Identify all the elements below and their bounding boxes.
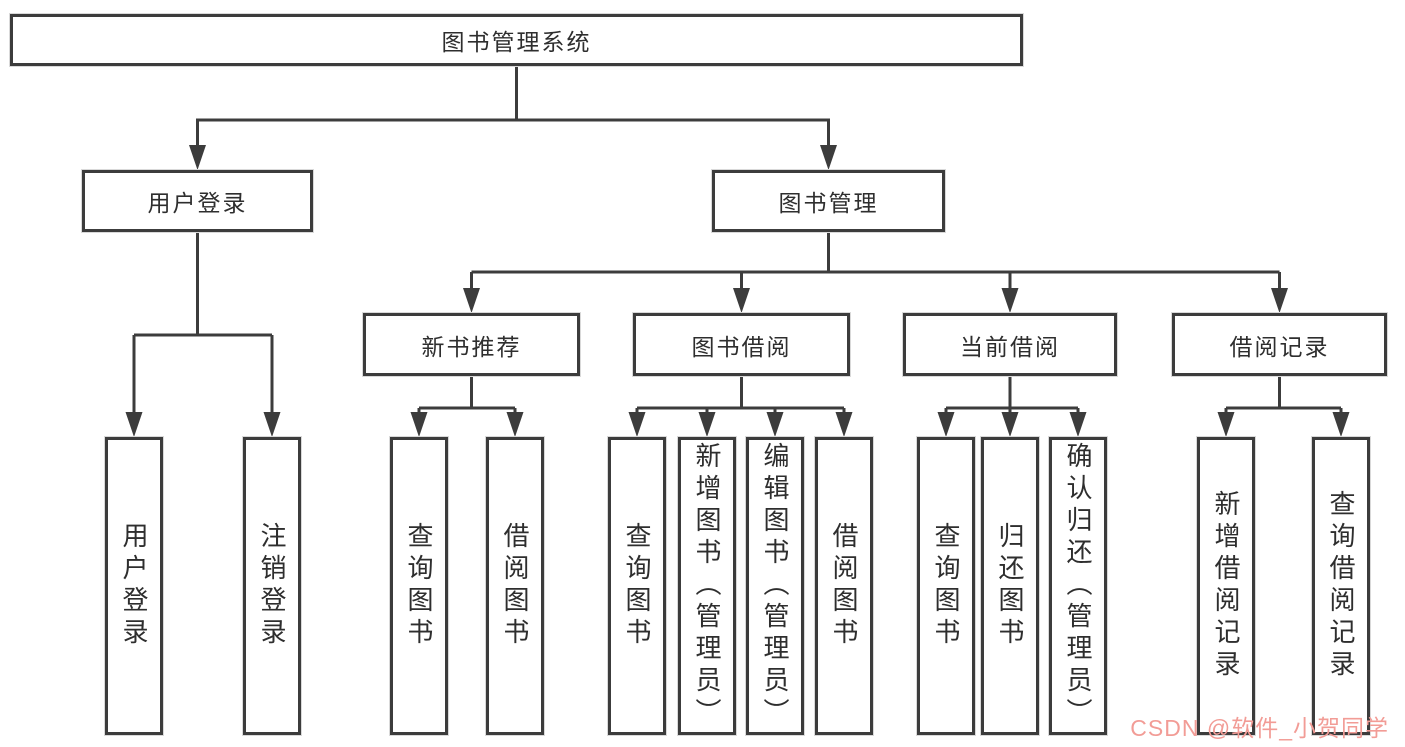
leaf-newbook-query-books: 查询图书 bbox=[390, 437, 448, 735]
leaf-record-query-borrow-record-label: 查询借阅记录 bbox=[1326, 490, 1356, 682]
node-new-book-recommend: 新书推荐 bbox=[363, 313, 580, 376]
leaf-borrow-edit-books-admin: 编辑图书（管理员） bbox=[746, 437, 804, 735]
leaf-borrow-query-books-label: 查询图书 bbox=[622, 522, 652, 650]
leaf-current-return-books-label: 归还图书 bbox=[995, 522, 1025, 650]
leaf-current-confirm-return-admin-label: 确认归还（管理员） bbox=[1063, 442, 1093, 730]
leaf-borrow-add-books-admin: 新增图书（管理员） bbox=[678, 437, 736, 735]
node-root-label: 图书管理系统 bbox=[441, 29, 592, 55]
leaf-borrow-borrow-books: 借阅图书 bbox=[815, 437, 873, 735]
leaf-borrow-borrow-books-label: 借阅图书 bbox=[829, 522, 859, 650]
leaf-user-login: 用户登录 bbox=[105, 437, 163, 735]
leaf-record-add-borrow-record: 新增借阅记录 bbox=[1197, 437, 1255, 735]
leaf-current-query-books: 查询图书 bbox=[917, 437, 975, 735]
node-new-book-recommend-label: 新书推荐 bbox=[421, 333, 522, 360]
leaf-current-return-books: 归还图书 bbox=[981, 437, 1039, 735]
leaf-logout-label: 注销登录 bbox=[257, 522, 287, 650]
leaf-borrow-add-books-admin-label: 新增图书（管理员） bbox=[692, 442, 722, 730]
leaf-current-query-books-label: 查询图书 bbox=[931, 522, 961, 650]
node-root: 图书管理系统 bbox=[10, 14, 1023, 66]
node-current-borrow-label: 当前借阅 bbox=[960, 333, 1060, 360]
node-borrow-record-label: 借阅记录 bbox=[1229, 333, 1330, 360]
node-user-login: 用户登录 bbox=[82, 170, 313, 232]
leaf-newbook-borrow-books: 借阅图书 bbox=[486, 437, 544, 735]
leaf-borrow-query-books: 查询图书 bbox=[608, 437, 666, 735]
leaf-logout: 注销登录 bbox=[243, 437, 301, 735]
leaf-newbook-borrow-books-label: 借阅图书 bbox=[500, 522, 530, 650]
leaf-record-add-borrow-record-label: 新增借阅记录 bbox=[1211, 490, 1241, 682]
watermark: CSDN @软件_小贺同学 bbox=[1130, 715, 1389, 741]
node-book-management-label: 图书管理 bbox=[778, 190, 879, 216]
node-book-borrow-label: 图书借阅 bbox=[691, 333, 792, 360]
node-book-borrow: 图书借阅 bbox=[633, 313, 850, 376]
node-current-borrow: 当前借阅 bbox=[903, 313, 1117, 376]
leaf-newbook-query-books-label: 查询图书 bbox=[404, 522, 434, 650]
node-borrow-record: 借阅记录 bbox=[1172, 313, 1387, 376]
node-user-login-label: 用户登录 bbox=[147, 190, 248, 216]
node-book-management: 图书管理 bbox=[712, 170, 945, 232]
leaf-borrow-edit-books-admin-label: 编辑图书（管理员） bbox=[760, 442, 790, 730]
leaf-current-confirm-return-admin: 确认归还（管理员） bbox=[1049, 437, 1107, 735]
leaf-user-login-label: 用户登录 bbox=[119, 522, 149, 650]
leaf-record-query-borrow-record: 查询借阅记录 bbox=[1312, 437, 1370, 735]
